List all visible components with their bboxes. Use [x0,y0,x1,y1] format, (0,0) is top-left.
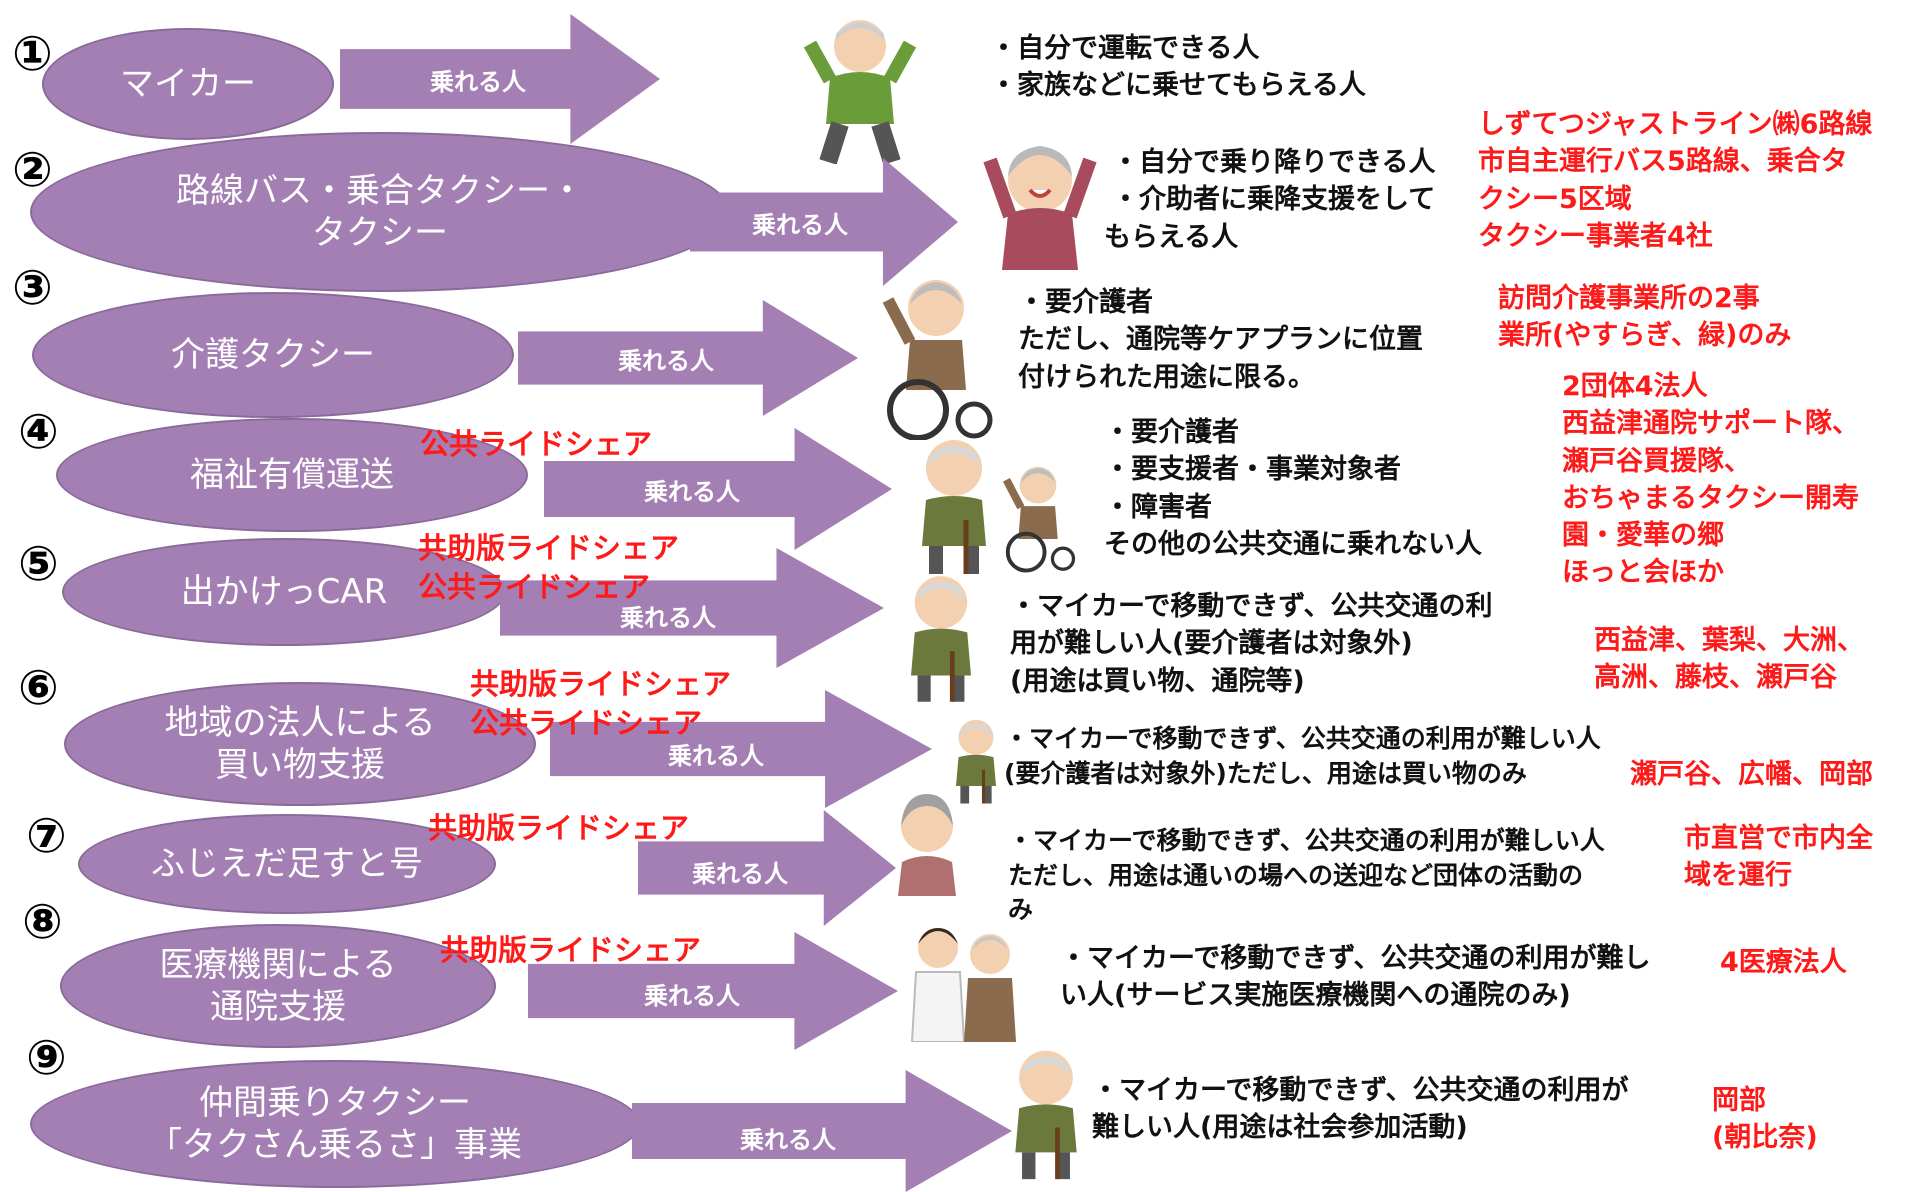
service-ellipse-medical-support: 医療機関による 通院支援 [60,924,496,1048]
service-label: 福祉有償運送 [190,454,394,495]
service-label: マイカー [120,63,256,104]
elderly-man-cheering-icon [803,20,917,164]
operator-note: 岡部(朝比奈) [1712,1085,1818,1154]
elderly-woman-icon [898,794,956,896]
operator-note: 西益津、葉梨、大洲、高洲、藤枝、瀬戸谷 [1594,625,1864,694]
row-number: ⑥ [18,660,59,716]
service-label: 仲間乗りタクシー [199,1082,471,1123]
rider-description: ・要介護者・要支援者・事業対象者 ・障害者その他の公共交通に乗れない人 [1104,417,1482,560]
rideshare-tag: 公共ライドシェア [420,427,653,461]
operator-note: 4医療法人 [1720,947,1847,978]
rider-arrow: 乗れる人 [690,158,958,286]
service-ellipse-bus-taxi: 路線バス・乗合タクシー・ タクシー [30,132,730,292]
rider-arrow: 乗れる人 [340,14,660,144]
row-number: ⑤ [18,536,59,592]
rideshare-tag: 共助版ライドシェア [440,933,702,967]
row-number: ② [12,142,53,198]
service-ellipse-nakama-taxi: 仲間乗りタクシー 「タクさん乗るさ」事業 [30,1060,640,1188]
rider-arrow: 乗れる人 [518,300,858,416]
service-ellipse-dekakecar: 出かけっCAR [62,538,506,646]
service-ellipse-fujieda-tasuto: ふじえだ足すと号 [78,814,496,914]
row-number: ④ [18,404,59,460]
elderly-man-with-cane-icon [956,719,996,804]
elderly-man-with-cane-icon [1015,1050,1077,1180]
nurse-with-patient-icon [910,928,1016,1042]
operator-note: 2団体4法人西益津通院サポート隊、瀬戸谷買援隊、 おちゃまるタクシー開寿園・愛華… [1562,371,1859,589]
service-label: 医療機関による [159,944,397,985]
service-ellipse-shopping-support: 地域の法人による 買い物支援 [64,682,536,806]
service-ellipse-welfare-transport: 福祉有償運送 [56,418,528,532]
service-label: 通院支援 [210,987,346,1027]
rideshare-tag: 共助版ライドシェア 公共ライドシェア [418,531,680,605]
arrow-label: 乗れる人 [752,210,848,239]
row-number: ③ [12,260,53,316]
arrow-label: 乗れる人 [618,346,714,375]
arrow-label: 乗れる人 [668,742,764,770]
rider-description: ・マイカーで移動できず、公共交通の利用が難しい人(用途は社会参加活動) [1092,1075,1629,1144]
service-label: 路線バス・乗合タクシー・ [176,170,584,211]
elderly-man-with-cane-icon [922,440,986,574]
rider-arrow: 乗れる人 [632,1070,1012,1192]
rider-description: ・マイカーで移動できず、公共交通の利用が難しい人(サービス実施医療機関への通院の… [1060,943,1651,1012]
service-label: 地域の法人による [164,702,436,743]
rider-description: ・自分で乗り降りできる人・介助者に乗降支援をして もらえる人 [1104,147,1436,253]
operator-note: しずてつジャストライン㈱6路線市自主運行バス5路線、乗合タ クシー5区域タクシー… [1478,109,1873,252]
rider-description: ・マイカーで移動できず、公共交通の利用が難しい人(要介護者は対象外)ただし、用途… [1004,724,1601,788]
service-ellipse-mycar: マイカー [42,28,334,140]
arrow-label: 乗れる人 [692,860,788,888]
rider-description: ・マイカーで移動できず、公共交通の利用が難しい人(要介護者は対象外)(用途は買い… [1010,591,1493,697]
row-number: ⑦ [26,808,67,864]
service-label: ふじえだ足すと号 [151,843,423,884]
wheelchair-man-icon [882,280,993,440]
service-label: 「タクさん乗るさ」事業 [148,1125,522,1165]
rider-description: ・マイカーで移動できず、公共交通の利用が難しい人ただし、用途は通いの場への送迎な… [1008,826,1605,924]
arrow-label: 乗れる人 [430,67,526,96]
elderly-woman-cheering-icon [983,146,1097,270]
service-label: 介護タクシー [171,334,375,375]
arrow-label: 乗れる人 [740,1126,836,1154]
arrow-label: 乗れる人 [644,982,740,1010]
operator-note: 訪問介護事業所の2事業所(やすらぎ、緑)のみ [1498,283,1792,352]
operator-note: 瀬戸谷、広幡、岡部 [1630,759,1873,790]
rider-description: ・自分で運転できる人・家族などに乗せてもらえる人 [990,33,1366,102]
arrow-label: 乗れる人 [644,477,740,506]
rideshare-tag: 共助版ライドシェア 公共ライドシェア [470,667,732,741]
operator-note: 市直営で市内全域を運行 [1684,823,1873,892]
rideshare-tag: 共助版ライドシェア [428,811,690,845]
service-ellipse-care-taxi: 介護タクシー [32,292,514,418]
service-label: 買い物支援 [215,745,385,785]
arrow-label: 乗れる人 [620,604,716,632]
service-label: タクシー [312,213,448,253]
row-number: ⑧ [22,894,63,950]
service-label: 出かけっCAR [180,571,388,612]
elderly-man-with-cane-icon [911,576,971,702]
row-number: ⑨ [26,1030,67,1086]
wheelchair-man-icon [1002,466,1076,573]
rider-description: ・要介護者ただし、通院等ケアプランに位置付けられた用途に限る。 [1018,287,1423,393]
